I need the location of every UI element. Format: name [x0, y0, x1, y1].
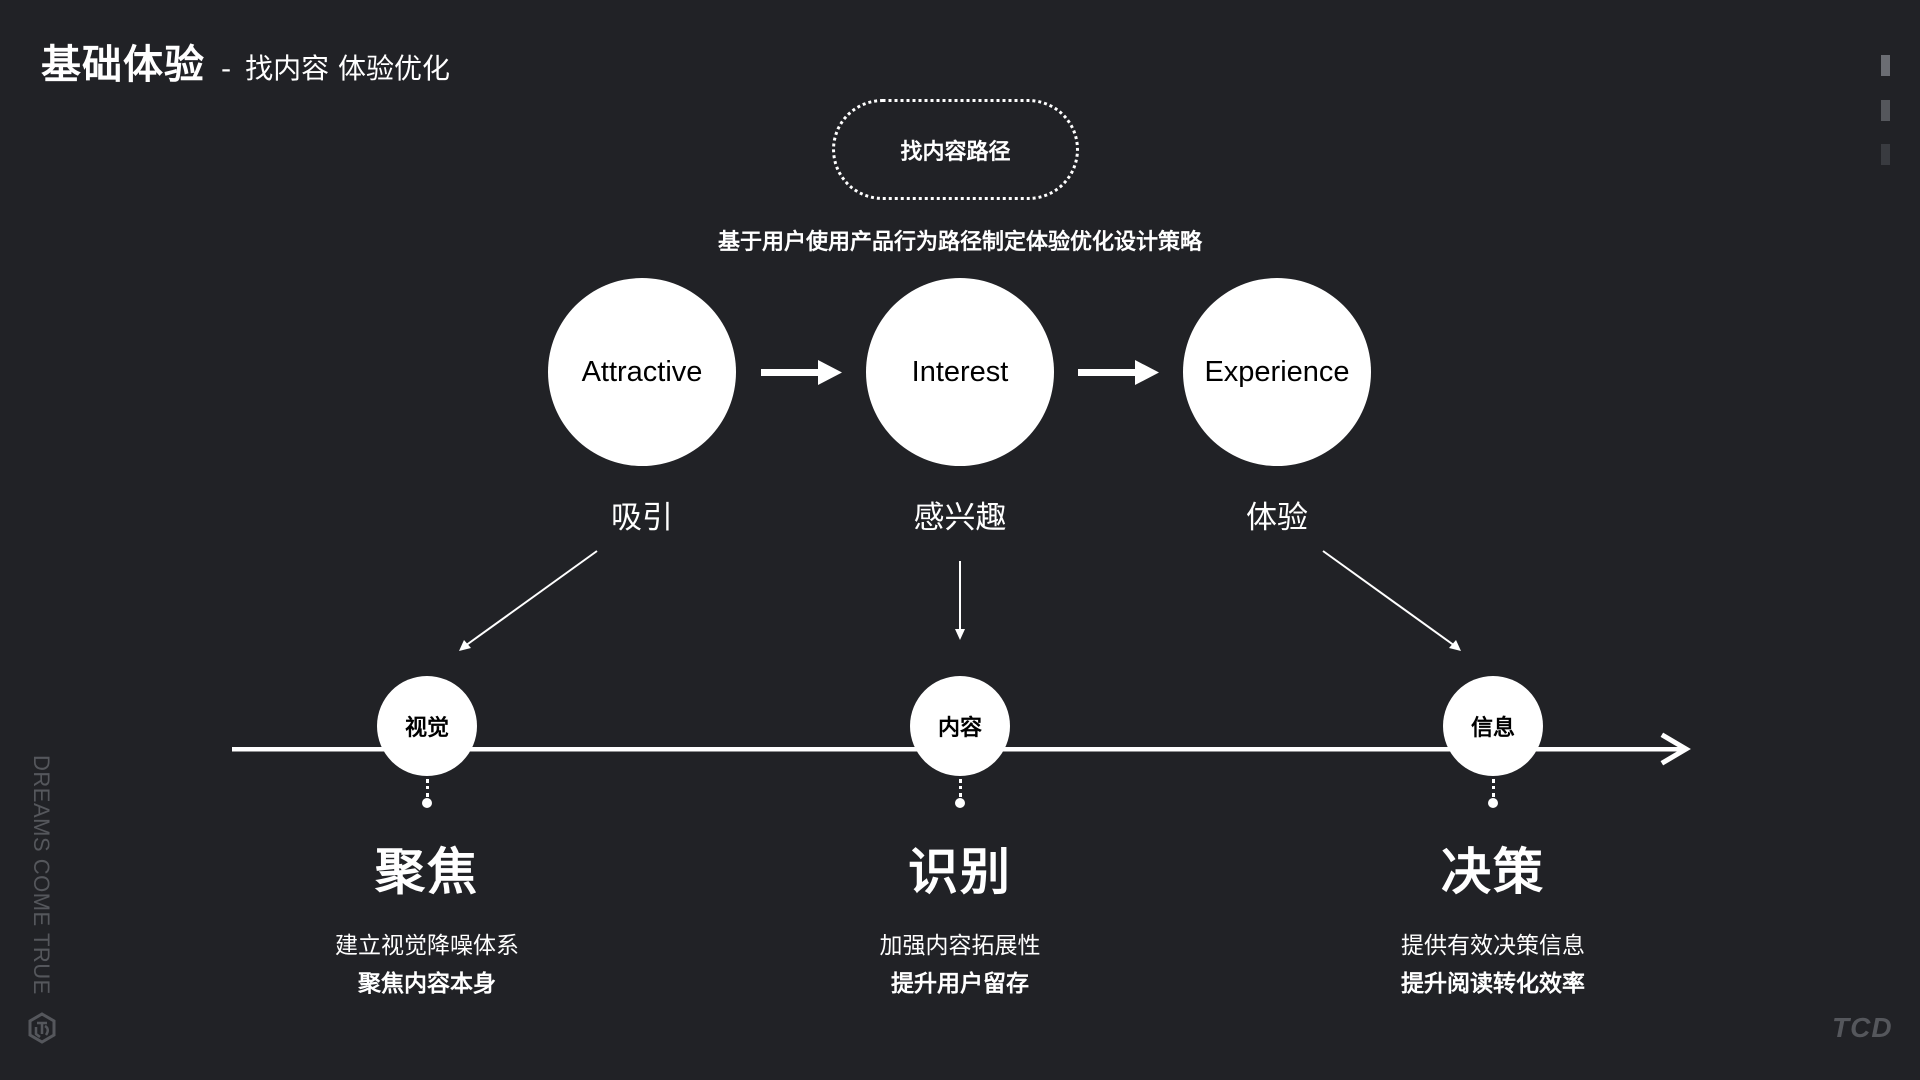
path-badge: 找内容路径: [832, 99, 1079, 200]
node-label: 视觉: [404, 716, 449, 741]
node-description: 建立视觉降噪体系: [335, 933, 519, 959]
stage-label-cn: 体验: [1246, 500, 1308, 536]
stage-circle-experience: Experience: [1183, 278, 1371, 466]
stage-label-en: Interest: [911, 355, 1009, 388]
path-badge-label: 找内容路径: [900, 139, 1011, 165]
title-separator: -: [221, 52, 232, 85]
down-arrow-icon: [955, 561, 965, 640]
node-stem: [959, 779, 962, 797]
brand-slogan: DREAMS COME TRUE: [29, 755, 54, 995]
node-heading: 聚焦: [375, 843, 479, 901]
stage-label-cn: 感兴趣: [913, 500, 1007, 536]
stage-label-en: Attractive: [581, 355, 703, 388]
timeline-node-content: 内容: [910, 676, 1010, 776]
diagonal-arrow-right-icon: [1322, 550, 1461, 651]
stage-label-en: Experience: [1204, 355, 1350, 388]
node-highlight: 提升阅读转化效率: [1401, 971, 1585, 997]
timeline-node-visual: 视觉: [377, 676, 477, 776]
node-highlight: 提升用户留存: [891, 971, 1029, 997]
timeline-node-info: 信息: [1443, 676, 1543, 776]
right-arrow-icon: [761, 360, 842, 385]
page-indicator-bar-1[interactable]: [1881, 55, 1890, 76]
tcd-hexagon-logo-icon: [28, 1012, 56, 1044]
node-heading: 识别: [908, 843, 1012, 901]
node-heading: 决策: [1441, 843, 1545, 901]
node-label: 信息: [1470, 716, 1515, 741]
page-indicator-bar-2[interactable]: [1881, 100, 1890, 121]
page-indicator: [1881, 55, 1891, 175]
diagonal-arrow-left-icon: [459, 550, 598, 651]
page-title: 基础体验: [41, 42, 205, 88]
node-label: 内容: [937, 716, 982, 741]
stage-label-cn: 吸引: [611, 500, 673, 536]
right-arrow-icon: [1078, 360, 1159, 385]
node-dot: [422, 798, 432, 808]
stage-circle-attractive: Attractive: [548, 278, 736, 466]
node-stem: [426, 779, 429, 797]
node-description: 提供有效决策信息: [1401, 933, 1585, 959]
node-highlight: 聚焦内容本身: [358, 971, 496, 997]
page-indicator-bar-3[interactable]: [1881, 144, 1890, 165]
stage-circle-interest: Interest: [866, 278, 1054, 466]
node-dot: [955, 798, 965, 808]
page-header: 基础体验 - 找内容 体验优化: [41, 32, 450, 90]
node-stem: [1492, 779, 1495, 797]
node-dot: [1488, 798, 1498, 808]
page-subtitle: 找内容 体验优化: [245, 52, 451, 85]
strategy-text: 基于用户使用产品行为路径制定体验优化设计策略: [717, 230, 1202, 255]
brand-mark: TCD: [1832, 1012, 1893, 1043]
node-description: 加强内容拓展性: [879, 933, 1041, 959]
